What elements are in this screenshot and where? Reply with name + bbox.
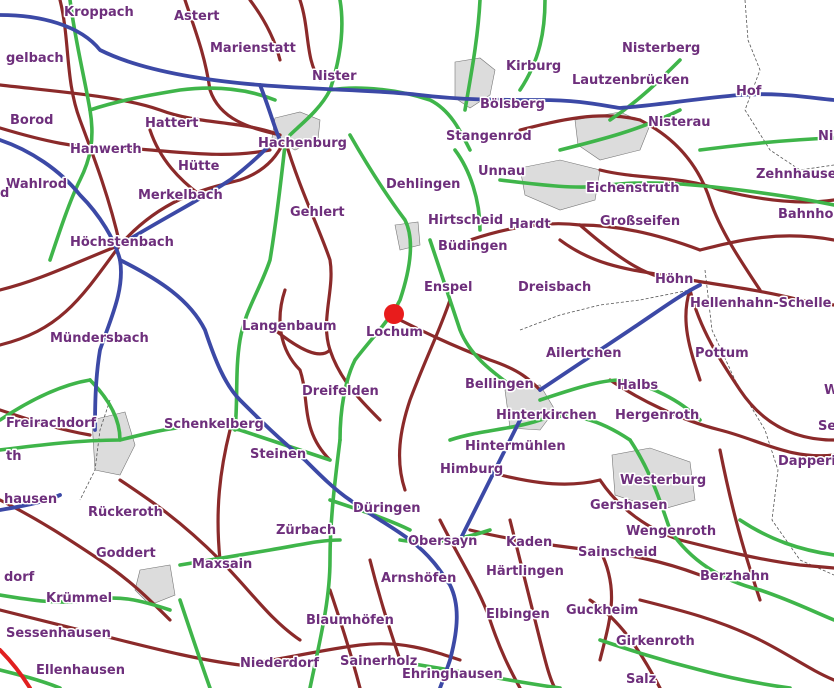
place-label: Unnau: [478, 164, 525, 179]
place-label: Lautzenbrücken: [572, 73, 689, 88]
place-label: Dapperi: [778, 454, 834, 469]
place-label: Hergenroth: [615, 408, 699, 423]
place-label: Bahnho: [778, 207, 833, 222]
place-label: Goddert: [96, 546, 156, 561]
place-label: Hachenburg: [258, 136, 347, 151]
place-label: Borod: [10, 113, 54, 128]
place-label: Salz: [626, 672, 656, 687]
location-dot-icon[interactable]: [384, 304, 404, 324]
place-label: Schenkelberg: [164, 417, 264, 432]
place-label: Freirachdorf: [6, 416, 97, 431]
place-label: Büdingen: [438, 239, 508, 254]
place-label: Dreifelden: [302, 384, 379, 399]
place-label: Zürbach: [276, 523, 336, 538]
place-label: th: [6, 449, 21, 464]
location-marker[interactable]: [384, 304, 404, 324]
place-label: Hardt: [509, 217, 551, 232]
place-label: Steinen: [250, 447, 306, 462]
place-label: Hof: [736, 84, 762, 99]
place-label: Nisterau: [648, 115, 711, 130]
place-label: Härtlingen: [486, 564, 564, 579]
place-label: Kirburg: [506, 59, 561, 74]
place-label: Maxsain: [192, 557, 252, 572]
place-label: Hirtscheid: [428, 213, 503, 228]
place-label: Kaden: [506, 535, 552, 550]
place-label: Pottum: [695, 346, 749, 361]
place-label: Guckheim: [566, 603, 638, 618]
place-label: Gershasen: [590, 498, 667, 513]
place-label: Girkenroth: [616, 634, 695, 649]
place-label: Ehringhausen: [402, 667, 503, 682]
place-label: Lochum: [366, 325, 423, 340]
place-label: Hinterkirchen: [496, 408, 597, 423]
place-label: Ailertchen: [546, 346, 621, 361]
place-label: Höchstenbach: [70, 235, 174, 250]
place-label: Bölsberg: [480, 97, 545, 112]
place-label: Hattert: [145, 116, 199, 131]
place-label: Sainscheid: [578, 545, 657, 560]
place-label: Astert: [174, 9, 219, 24]
place-label: Düringen: [353, 501, 421, 516]
place-label: gelbach: [6, 51, 64, 66]
place-label: Rückeroth: [88, 505, 163, 520]
place-label: Wahlrod: [6, 177, 67, 192]
place-label: W: [824, 383, 834, 398]
place-label: Himburg: [440, 462, 503, 477]
place-label: Eichenstruth: [586, 181, 679, 196]
place-label: Höhn: [655, 272, 693, 287]
place-label: Stangenrod: [446, 129, 532, 144]
place-label: Arnshöfen: [381, 571, 456, 586]
place-label: Berzhahn: [700, 569, 769, 584]
primary-roads: [0, 13, 834, 688]
place-label: Westerburg: [620, 473, 706, 488]
place-label: Hanwerth: [70, 142, 142, 157]
place-label: Mündersbach: [50, 331, 149, 346]
place-label: Nister: [312, 69, 357, 84]
place-label: Großseifen: [600, 214, 680, 229]
place-label: Dreisbach: [518, 280, 591, 295]
place-label: Enspel: [424, 280, 472, 295]
boundary-lines: [79, 0, 834, 576]
place-label: Blaumhöfen: [306, 613, 394, 628]
place-label: Hütte: [178, 159, 220, 174]
place-label: Gehlert: [290, 205, 345, 220]
place-label: Niederdorf: [240, 656, 319, 671]
place-label: dorf: [4, 570, 35, 585]
place-label: Dehlingen: [386, 177, 460, 192]
place-label: Obersayn: [408, 534, 477, 549]
place-label: Ni: [818, 129, 833, 144]
place-label: Halbs: [617, 378, 658, 393]
place-label: Bellingen: [465, 377, 534, 392]
place-label: Marienstatt: [210, 41, 296, 56]
place-label: Krümmel: [46, 591, 112, 606]
place-label: Ellenhausen: [36, 663, 125, 678]
place-label: Langenbaum: [242, 319, 337, 334]
place-label: Merkelbach: [138, 188, 223, 203]
place-label: Hellenhahn-Schelle: [690, 296, 832, 311]
place-label: Se: [818, 419, 834, 434]
place-label: Elbingen: [486, 607, 550, 622]
place-label: Hintermühlen: [465, 439, 566, 454]
place-label: Sainerholz: [340, 654, 417, 669]
place-label: d: [0, 186, 9, 201]
place-label: hausen: [4, 492, 57, 507]
place-label: Wengenroth: [626, 524, 716, 539]
federal-road: [0, 648, 32, 688]
place-label: Kroppach: [64, 5, 134, 20]
place-label: Sessenhausen: [6, 626, 111, 641]
place-label: Zehnhause: [756, 167, 834, 182]
place-label: Nisterberg: [622, 41, 700, 56]
